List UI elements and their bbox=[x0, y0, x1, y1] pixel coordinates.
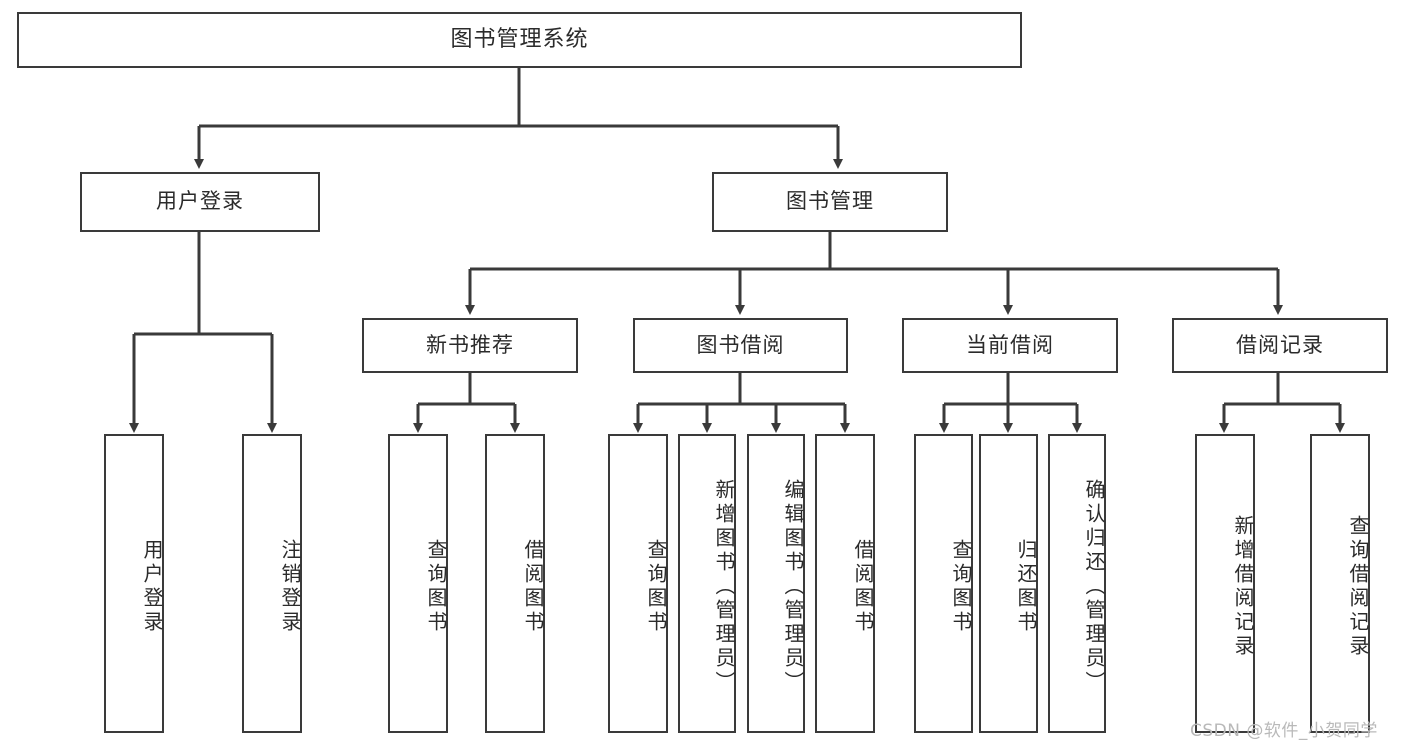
leaf-label: 查询图书 bbox=[949, 538, 973, 635]
leaf-new-books-borrow[interactable]: 借阅图书 bbox=[485, 434, 545, 733]
leaf-records-add-record[interactable]: 新增借阅记录 bbox=[1195, 434, 1255, 733]
leaf-borrow-borrow-book[interactable]: 借阅图书 bbox=[815, 434, 875, 733]
leaf-label: 查询借阅记录 bbox=[1346, 514, 1370, 659]
leaf-records-query-record[interactable]: 查询借阅记录 bbox=[1310, 434, 1370, 733]
node-new-book-recommend[interactable]: 新书推荐 bbox=[362, 318, 578, 373]
leaf-current-return-book[interactable]: 归还图书 bbox=[979, 434, 1038, 733]
leaf-label: 注销登录 bbox=[278, 538, 302, 635]
leaf-current-query-book[interactable]: 查询图书 bbox=[914, 434, 973, 733]
leaf-label: 归还图书 bbox=[1014, 538, 1038, 635]
node-root-system[interactable]: 图书管理系统 bbox=[17, 12, 1022, 68]
node-book-borrow[interactable]: 图书借阅 bbox=[633, 318, 848, 373]
leaf-label: 编辑图书（管理员） bbox=[781, 478, 805, 695]
watermark-csdn: CSDN @软件_小贺同学 bbox=[1190, 721, 1378, 741]
leaf-label: 查询图书 bbox=[644, 538, 668, 635]
leaf-label: 用户登录 bbox=[140, 538, 164, 635]
leaf-user-login-logout[interactable]: 注销登录 bbox=[242, 434, 302, 733]
node-user-login[interactable]: 用户登录 bbox=[80, 172, 320, 232]
leaf-label: 新增借阅记录 bbox=[1231, 514, 1255, 659]
node-current-borrow[interactable]: 当前借阅 bbox=[902, 318, 1118, 373]
leaf-label: 确认归还（管理员） bbox=[1082, 478, 1106, 695]
leaf-borrow-add-book-admin[interactable]: 新增图书（管理员） bbox=[678, 434, 736, 733]
leaf-label: 借阅图书 bbox=[851, 538, 875, 635]
leaf-borrow-query-book[interactable]: 查询图书 bbox=[608, 434, 668, 733]
leaf-borrow-edit-book-admin[interactable]: 编辑图书（管理员） bbox=[747, 434, 805, 733]
node-borrow-records[interactable]: 借阅记录 bbox=[1172, 318, 1388, 373]
leaf-user-login-login[interactable]: 用户登录 bbox=[104, 434, 164, 733]
leaf-label: 查询图书 bbox=[424, 538, 448, 635]
leaf-new-books-query[interactable]: 查询图书 bbox=[388, 434, 448, 733]
leaf-label: 新增图书（管理员） bbox=[712, 478, 736, 695]
node-book-management[interactable]: 图书管理 bbox=[712, 172, 948, 232]
leaf-label: 借阅图书 bbox=[521, 538, 545, 635]
leaf-current-confirm-return-admin[interactable]: 确认归还（管理员） bbox=[1048, 434, 1106, 733]
